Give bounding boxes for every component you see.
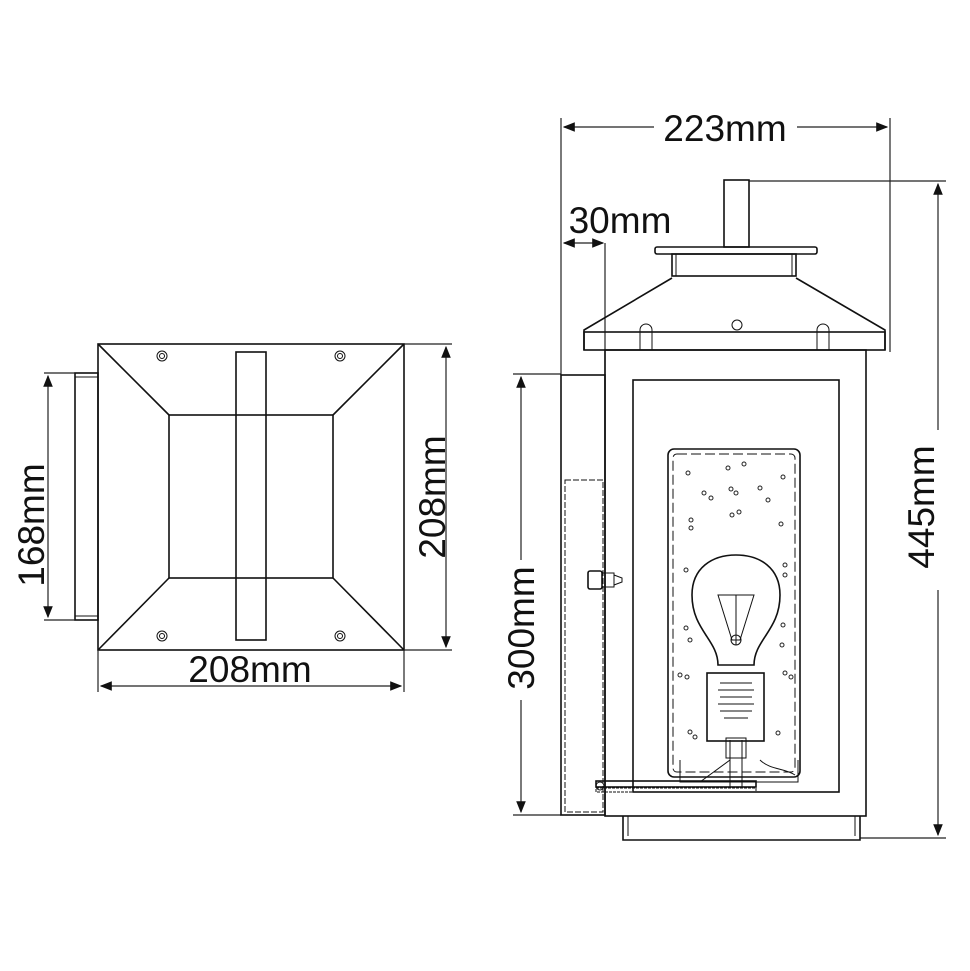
lantern-cap [654, 246, 818, 255]
lantern-stem [723, 179, 750, 248]
light-bulb-icon [679, 554, 799, 788]
side-height-dimension: 445mm [901, 445, 942, 568]
nut-icon [587, 570, 623, 590]
lantern-glass-frame [632, 379, 840, 793]
side-offset-dimension: 30mm [569, 200, 672, 241]
front-view: 168mm 208mm 208mm [11, 343, 453, 692]
front-height-dimension: 208mm [412, 435, 453, 558]
side-view: 223mm 30mm 445mm 300mm [500, 108, 946, 841]
front-width-dimension: 208mm [188, 649, 311, 690]
lantern-roof [583, 277, 886, 350]
lantern-base [622, 816, 861, 841]
lantern-collar [671, 253, 797, 277]
screw-icon [156, 350, 346, 642]
lantern-body [604, 349, 867, 817]
front-backplate [74, 372, 99, 621]
lantern-roof-rim [583, 331, 886, 351]
side-backplate [560, 374, 606, 816]
front-vertical-bar [235, 351, 267, 641]
side-backplate-dimension: 300mm [501, 566, 542, 689]
front-inner-panel [168, 414, 334, 579]
side-depth-dimension: 223mm [663, 108, 786, 149]
front-backplate-dimension: 168mm [11, 463, 52, 586]
seeded-glass-panel [667, 448, 801, 778]
glass-seed-dots [677, 461, 794, 740]
